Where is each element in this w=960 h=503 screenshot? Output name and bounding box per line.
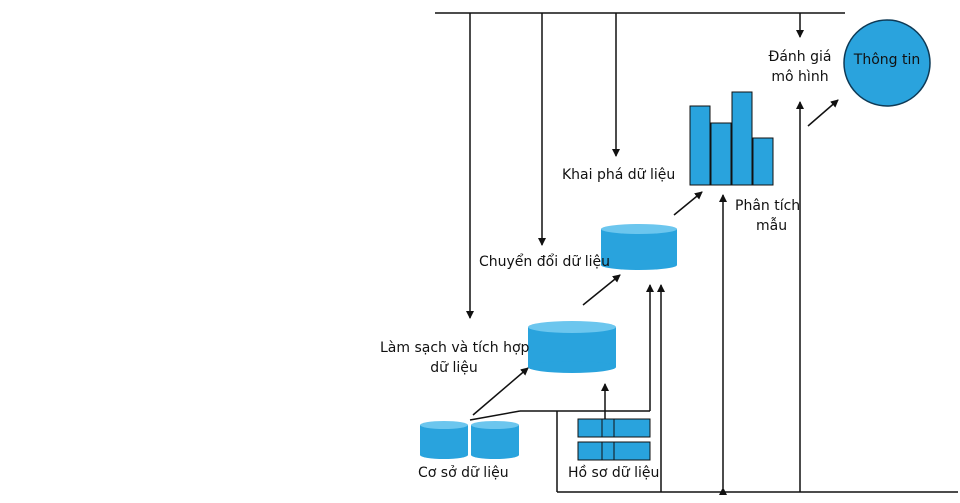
transform-label: Chuyển đổi dữ liệu [479, 254, 611, 270]
data-profile-blocks [577, 418, 651, 461]
profile-label: Hồ sơ dữ liệu [568, 465, 660, 481]
information-circle [843, 19, 931, 107]
pattern-label-line1: Phân tích [735, 198, 801, 214]
clean-data-cylinder [528, 321, 616, 373]
mining-label: Khai phá dữ liệu [562, 167, 676, 183]
eval-label-line1: Đánh giá [768, 49, 832, 65]
flow-arrow-clean-to-transform [582, 274, 621, 306]
flow-arrow-source-to-clean [472, 367, 529, 416]
eval-label-line2: mô hình [771, 69, 829, 85]
flow-arrow-eval-to-info [807, 99, 839, 127]
transform-data-cylinder [601, 224, 677, 270]
source-label: Cơ sở dữ liệu [418, 465, 509, 481]
pattern-label-line2: mẫu [756, 218, 788, 234]
pattern-bar-chart [689, 91, 774, 186]
clean-label-line2: dữ liệu [430, 360, 478, 376]
source-link-line [469, 410, 521, 421]
flow-arrow-transform-to-mining [673, 191, 703, 216]
info-label: Thông tin [853, 52, 921, 68]
database-cylinder-2 [471, 421, 519, 459]
clean-label-line1: Làm sạch và tích hợp [380, 340, 530, 356]
database-cylinder-1 [420, 421, 468, 459]
